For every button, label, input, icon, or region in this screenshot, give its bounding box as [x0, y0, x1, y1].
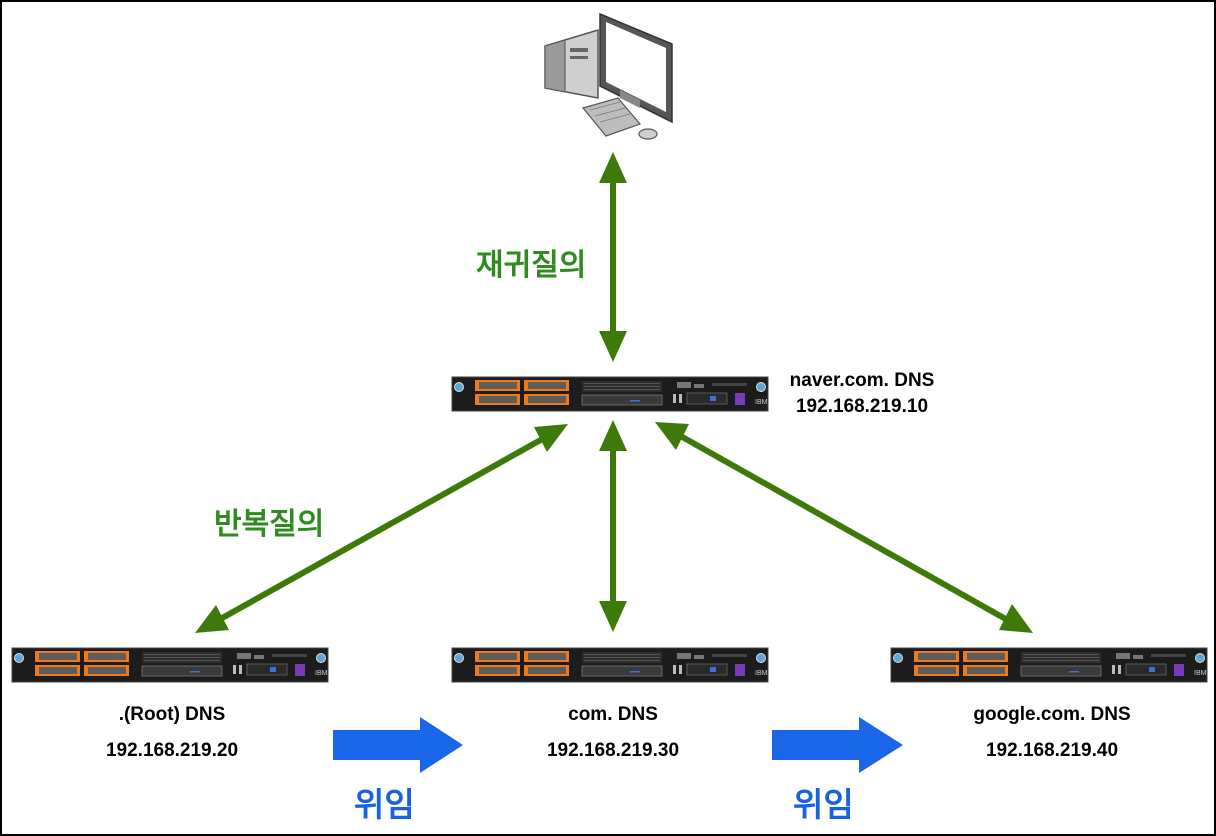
root-dns-name: .(Root) DNS [118, 704, 226, 725]
iterative-query-arrow-google [675, 431, 1013, 625]
delegation-label: 위임 [354, 786, 415, 823]
root-dns-ip: 192.168.219.20 [105, 740, 239, 761]
rack-server-icon [890, 647, 1208, 683]
rack-server-icon [451, 647, 769, 683]
desktop-computer-icon [544, 12, 673, 140]
com-dns-name: com. DNS [568, 704, 658, 725]
rack-server-icon [451, 376, 769, 412]
iterative-query-arrow-root [213, 434, 548, 625]
rack-server-icon [11, 647, 329, 683]
google-dns-name: google.com. DNS [973, 704, 1131, 725]
com-dns-ip: 192.168.219.30 [546, 740, 680, 761]
naver-dns-ip: 192.168.219.10 [795, 396, 929, 417]
recursive-query-label: 재귀질의 [476, 249, 587, 282]
naver-dns-name: naver.com. DNS [789, 370, 935, 391]
google-dns-ip: 192.168.219.40 [985, 740, 1119, 761]
delegation-arrow-com-to-google [772, 717, 903, 773]
delegation-label: 위임 [793, 786, 854, 823]
iterative-query-label: 반복질의 [214, 508, 325, 541]
delegation-arrow-root-to-com [333, 717, 463, 773]
